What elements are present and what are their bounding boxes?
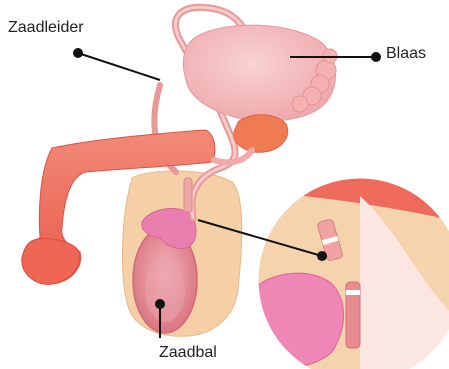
inset-vas-lower-band (346, 290, 360, 295)
spermatic-cord (184, 178, 192, 212)
leader-dot-zaadbal (156, 300, 164, 308)
inset-epididymis (247, 273, 344, 367)
leader-dot-inset (318, 252, 326, 260)
prostate (234, 115, 288, 153)
testis-highlight (145, 258, 185, 322)
leader-line-zaadleider (78, 53, 160, 80)
leader-dot-zaadleider (74, 49, 82, 57)
bladder (183, 25, 335, 121)
penis-glans (22, 238, 79, 284)
magnified-inset (247, 170, 449, 369)
label-zaadleider: Zaadleider (8, 20, 84, 36)
leader-dot-blaas (372, 53, 380, 61)
label-blaas: Blaas (386, 46, 426, 62)
label-zaadbal: Zaadbal (159, 345, 217, 361)
